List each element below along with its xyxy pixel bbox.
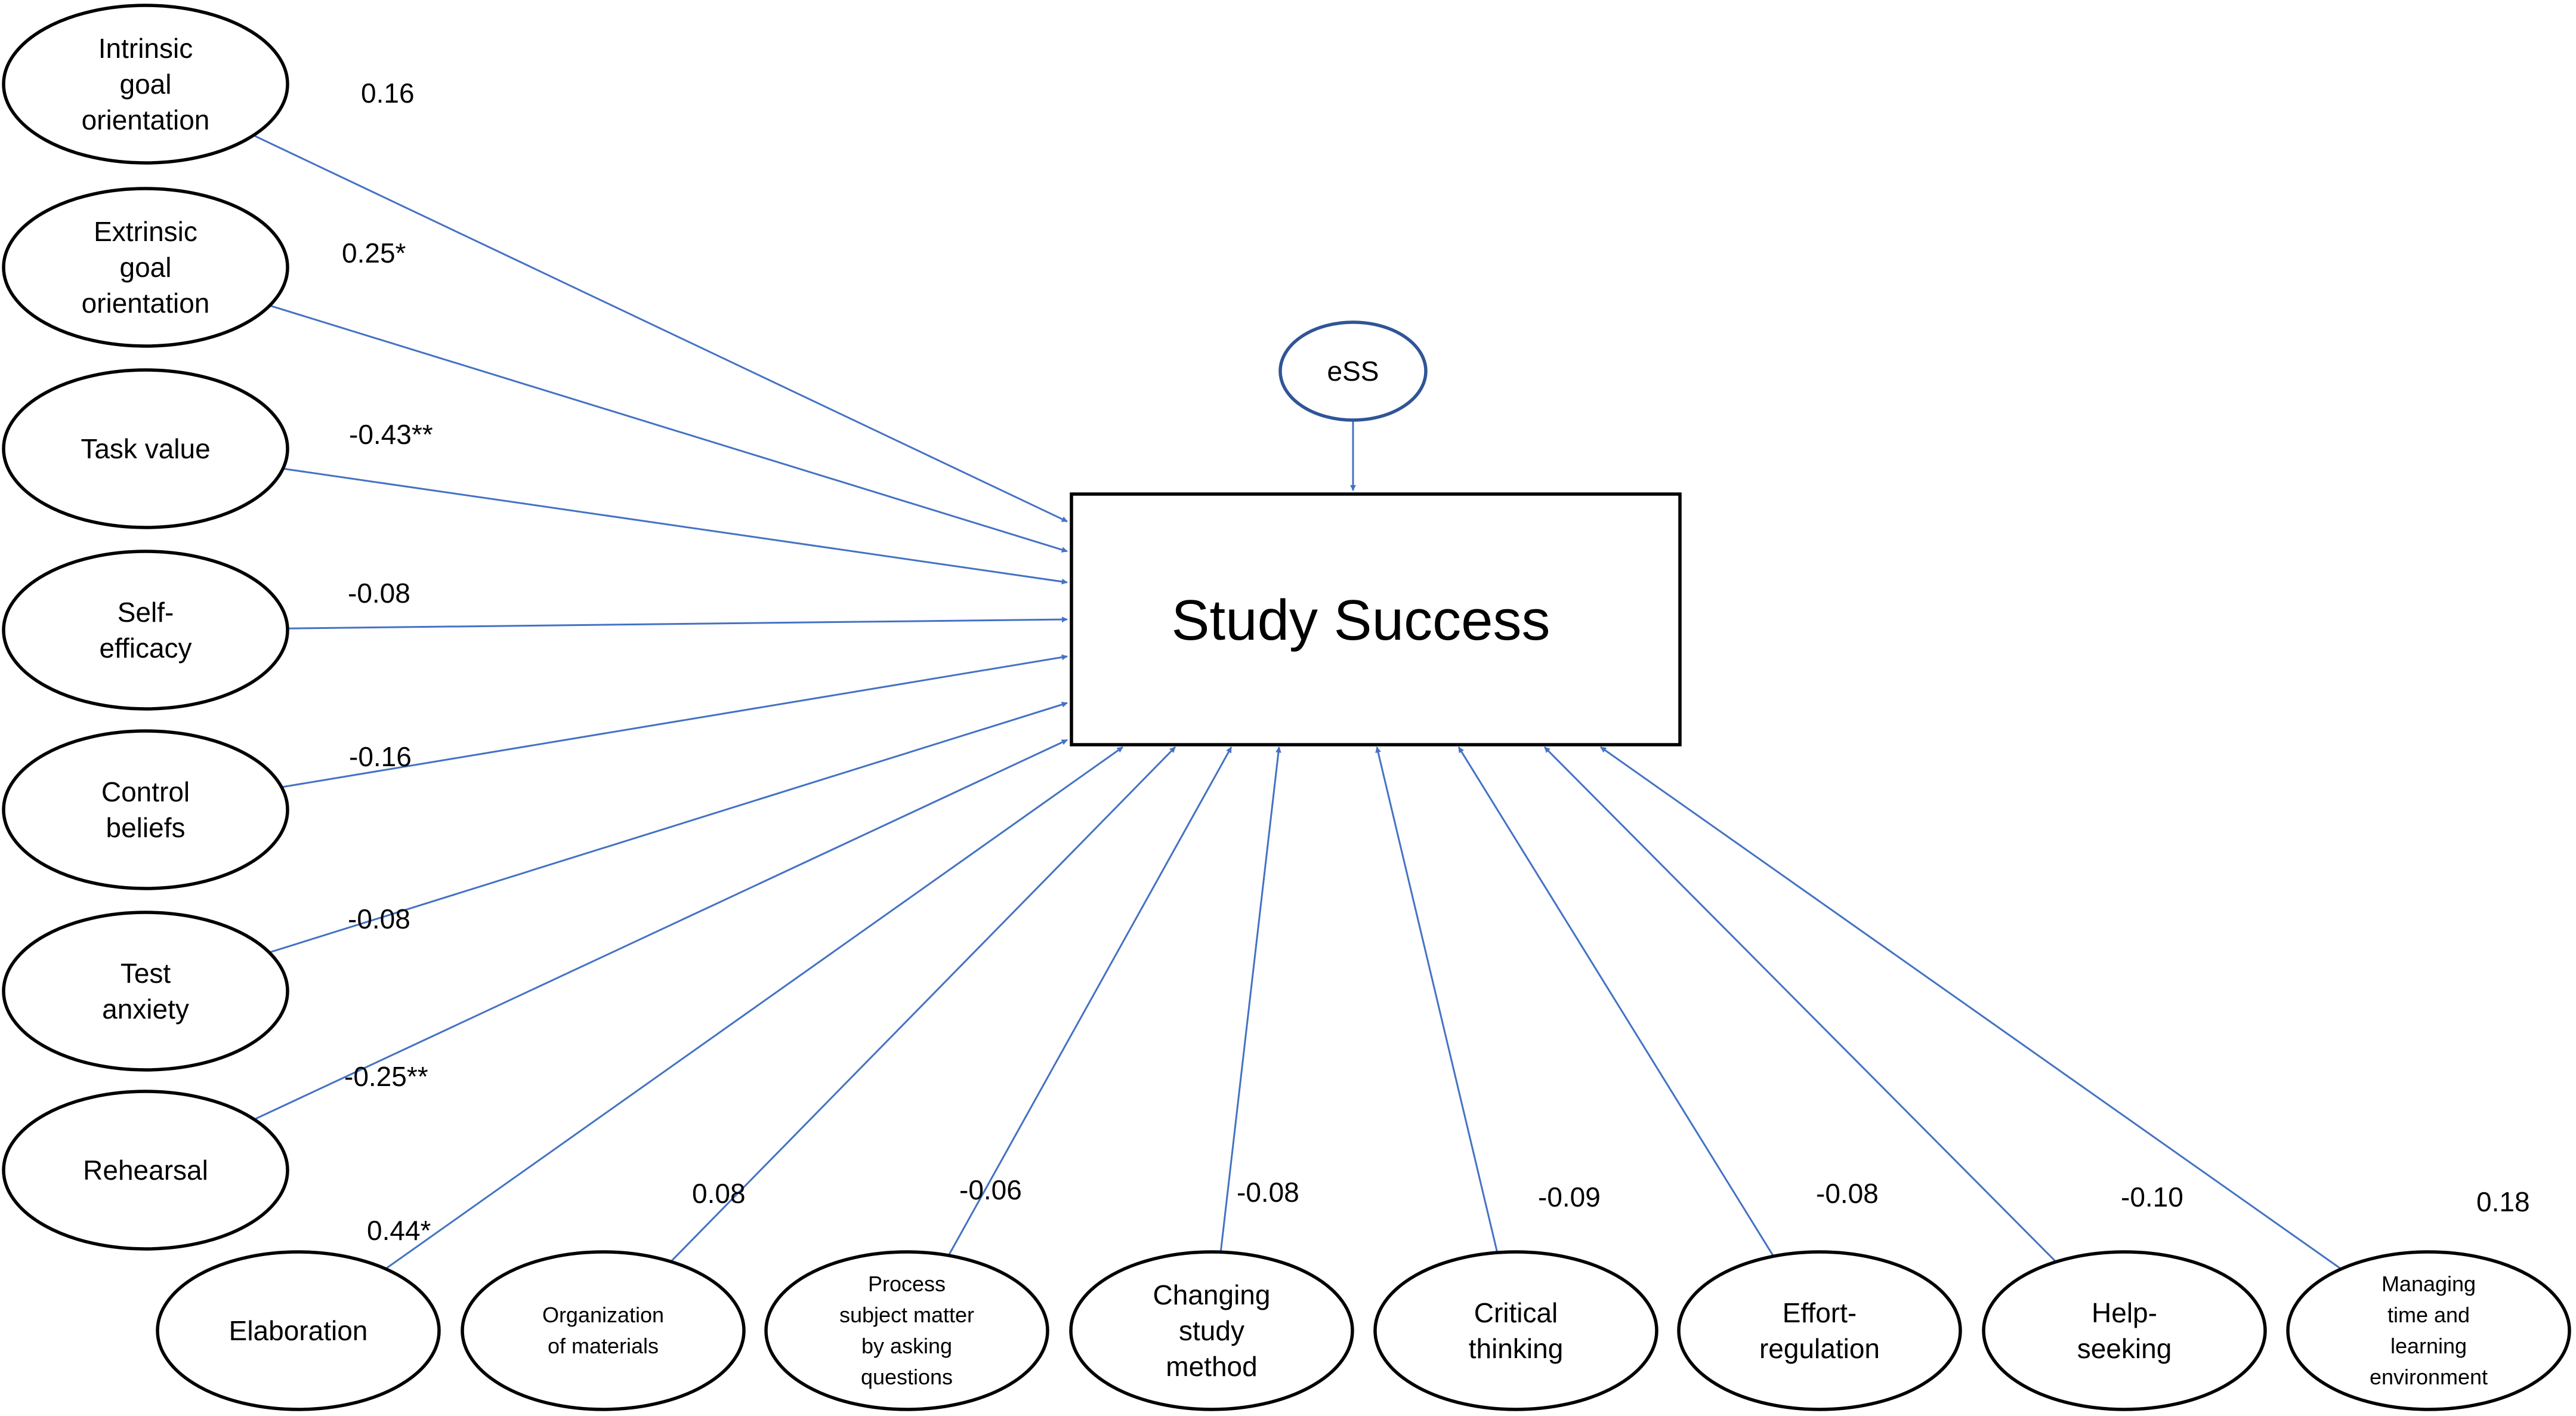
predictor-label-line: Elaboration <box>229 1315 368 1346</box>
predictor-node-changing-study-method <box>1069 1250 1354 1411</box>
predictor-node-process-subject-matter-by-asking-questions <box>764 1250 1049 1411</box>
predictor-label-line: subject matter <box>839 1303 974 1327</box>
predictor-label-line: Process <box>868 1272 946 1296</box>
error-term-node <box>1278 320 1428 422</box>
predictor-label-line: beliefs <box>106 812 186 843</box>
predictor-node-extrinsic-goal-orientation <box>2 187 289 348</box>
predictor-label-line: Extrinsic <box>94 216 197 247</box>
path-arrow-self-efficacy <box>287 616 1068 630</box>
predictor-label-line: Managing <box>2382 1272 2476 1296</box>
predictor-node-critical-thinking <box>1373 1250 1658 1411</box>
predictor-label-help-seeking: Help-seeking <box>2077 1297 2172 1364</box>
predictor-label-line: seeking <box>2077 1333 2172 1364</box>
path-arrow-critical-thinking <box>1375 746 1499 1253</box>
predictor-label-effort-regulation: Effort-regulation <box>1759 1297 1880 1364</box>
coefficient-control-beliefs: -0.16 <box>349 741 412 772</box>
path-arrow-changing-study-method <box>1219 746 1281 1253</box>
coefficient-test-anxiety: -0.08 <box>348 903 410 934</box>
coefficient-intrinsic-goal-orientation: 0.16 <box>361 78 415 109</box>
predictor-label-line: anxiety <box>102 994 189 1025</box>
predictor-label-line: questions <box>861 1365 953 1389</box>
coefficient-managing-time-and-learning-environment: 0.18 <box>2476 1186 2530 1217</box>
predictor-label-line: Self- <box>118 597 174 628</box>
predictor-node-help-seeking <box>1982 1250 2267 1411</box>
predictor-label-line: Effort- <box>1783 1297 1857 1328</box>
predictor-label-intrinsic-goal-orientation: Intrinsic goal orientation <box>82 33 210 135</box>
predictor-node-intrinsic-goal-orientation <box>2 4 289 165</box>
coefficient-rehearsal: -0.25** <box>344 1061 428 1092</box>
predictor-label-control-beliefs: Control beliefs <box>101 776 190 843</box>
path-arrow-help-seeking <box>1543 746 2057 1263</box>
predictor-label-line: time and <box>2387 1303 2470 1327</box>
coefficient-help-seeking: -0.10 <box>2121 1181 2183 1213</box>
path-arrow-intrinsic-goal-orientation <box>253 134 1068 523</box>
predictor-label-line: Critical <box>1474 1297 1558 1328</box>
predictor-label-critical-thinking: Critical thinking <box>1469 1297 1564 1364</box>
coefficient-critical-thinking: -0.09 <box>1538 1181 1601 1213</box>
predictor-label-line: Organization <box>542 1303 664 1327</box>
predictor-node-rehearsal <box>2 1090 289 1251</box>
path-arrow-effort-regulation <box>1457 746 1775 1257</box>
predictor-label-test-anxiety: Test anxiety <box>102 958 189 1025</box>
predictor-label-line: method <box>1166 1351 1257 1382</box>
path-arrow-test-anxiety <box>268 701 1068 954</box>
predictor-label-line: Rehearsal <box>83 1155 208 1186</box>
predictor-node-managing-time-and-learning-environment <box>2286 1250 2571 1411</box>
predictor-node-effort-regulation <box>1677 1250 1962 1411</box>
path-arrow-managing-time-and-learning-environment <box>1600 746 2342 1270</box>
predictor-label-line: efficacy <box>99 633 191 664</box>
predictor-label-line: Intrinsic <box>98 33 193 64</box>
coefficient-effort-regulation: -0.08 <box>1816 1178 1879 1209</box>
predictor-label-line: environment <box>2370 1365 2488 1389</box>
coefficient-extrinsic-goal-orientation: 0.25* <box>342 237 406 269</box>
predictor-label-process-subject-matter-by-asking-questions: Process subject matter by asking questions <box>839 1272 974 1389</box>
predictor-label-line: orientation <box>82 104 210 135</box>
predictor-label-line: orientation <box>82 288 210 319</box>
predictor-node-test-anxiety <box>2 911 289 1072</box>
predictor-node-task-value <box>2 368 289 529</box>
outcome-box <box>1070 492 1682 746</box>
predictor-label-elaboration: Elaboration <box>229 1315 368 1346</box>
predictor-label-extrinsic-goal-orientation: Extrinsic goal orientation <box>82 216 210 319</box>
predictor-node-control-beliefs <box>2 729 289 890</box>
predictor-node-organization-of-materials <box>461 1250 746 1411</box>
predictor-label-line: Changing <box>1153 1279 1271 1310</box>
coefficient-elaboration: 0.44* <box>367 1215 431 1246</box>
coefficient-self-efficacy: -0.08 <box>348 578 410 609</box>
coefficient-task-value: -0.43** <box>349 419 433 450</box>
coefficient-process-subject-matter-by-asking-questions: -0.06 <box>959 1174 1022 1205</box>
coefficient-organization-of-materials: 0.08 <box>692 1178 746 1209</box>
predictor-label-line: Test <box>121 958 171 989</box>
predictor-label-line: of materials <box>548 1334 659 1358</box>
coefficient-changing-study-method: -0.08 <box>1237 1177 1299 1208</box>
predictor-label-line: regulation <box>1759 1333 1880 1364</box>
path-arrow-elaboration <box>385 746 1123 1270</box>
predictor-label-line: goal <box>120 69 172 100</box>
predictor-label-rehearsal: Rehearsal <box>83 1155 208 1186</box>
error-term-label: eSS <box>1327 356 1379 387</box>
predictor-label-line: thinking <box>1469 1333 1564 1364</box>
predictor-node-elaboration <box>156 1250 441 1411</box>
predictor-label-changing-study-method: Changing study method <box>1153 1279 1271 1382</box>
predictor-label-line: Help- <box>2092 1297 2157 1328</box>
path-arrow-control-beliefs <box>281 654 1068 788</box>
path-arrow-extrinsic-goal-orientation <box>269 304 1068 553</box>
outcome-label: Study Success <box>1172 588 1550 652</box>
predictor-node-self-efficacy <box>2 550 289 711</box>
predictor-label-managing-time-and-learning-environment: Managing time and learning environment <box>2370 1272 2488 1389</box>
predictor-label-line: study <box>1179 1315 1244 1346</box>
path-arrow-task-value <box>283 467 1068 585</box>
path-arrow-rehearsal <box>254 739 1068 1121</box>
path-arrow-organization-of-materials <box>670 746 1176 1263</box>
predictor-label-line: learning <box>2390 1334 2467 1358</box>
predictor-label-self-efficacy: Self-efficacy <box>99 597 191 664</box>
predictor-label-line: by asking <box>861 1334 952 1358</box>
predictor-label-task-value: Task value <box>81 433 210 464</box>
predictor-label-organization-of-materials: Organization of materials <box>542 1303 664 1358</box>
path-arrow-process-subject-matter-by-asking-questions <box>947 746 1233 1256</box>
predictor-label-line: goal <box>120 252 172 283</box>
predictor-label-line: Control <box>101 776 190 807</box>
predictor-label-line: Task value <box>81 433 210 464</box>
